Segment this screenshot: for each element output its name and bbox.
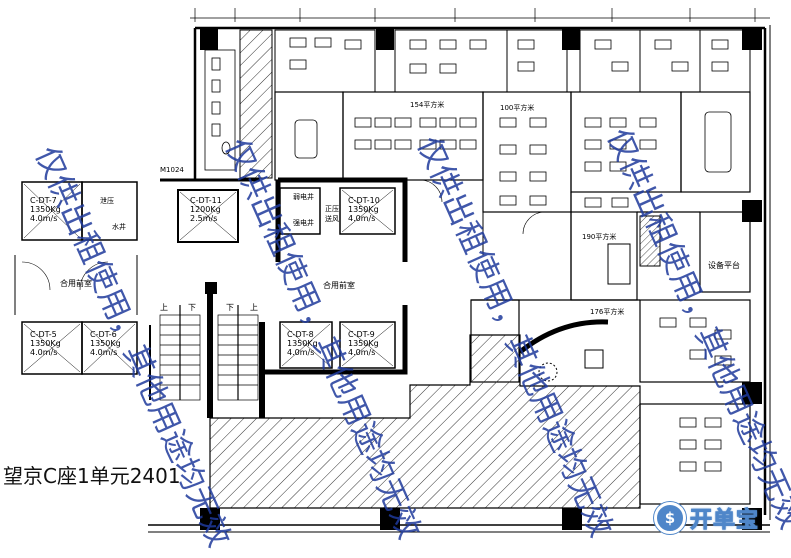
room-label-strong-electric: 强电井 (293, 219, 314, 227)
elevator-id: C-DT-8 (287, 330, 314, 339)
room-label-water-well: 水井 (112, 223, 126, 231)
right-elevator-crosses (281, 189, 394, 367)
top-dimension-ticks (190, 8, 770, 22)
service-hatch (639, 215, 661, 267)
elevator-speed: 4.0m/s (90, 348, 118, 357)
brand-logo: $ 开单宝 (654, 501, 759, 535)
elevator-label: C-DT-6 1350Kg 4.0m/s (90, 330, 121, 357)
shaft-strip (239, 29, 273, 179)
door-swings (21, 179, 546, 291)
room-label-equipment: 设备平台 (708, 261, 740, 270)
core-walls (149, 177, 408, 418)
stairs (159, 305, 259, 401)
logo-coin-icon: $ (654, 502, 686, 534)
stair-label-down: 下 (188, 303, 196, 312)
room-label-shared-lobby-left: 合用前室 (60, 279, 92, 288)
elevator-id: C-DT-6 (90, 330, 117, 339)
door-tag: M1024 (160, 166, 184, 174)
stair-label-up: 上 (250, 303, 258, 312)
elevator-id: C-DT-5 (30, 330, 57, 339)
right-core-elevators (279, 187, 396, 369)
room-label-190: 190平方米 (582, 233, 617, 241)
room-label-176: 176平方米 (590, 308, 625, 316)
elevator-label: C-DT-7 1350Kg 4.0m/s (30, 196, 61, 223)
elevator-load: 1350Kg (90, 339, 121, 348)
room-label-positive-pressure: 正压 (325, 205, 339, 213)
elevator-label: C-DT-10 1350Kg 4.0m/s (348, 196, 380, 223)
room-label-100: 100平方米 (500, 104, 535, 112)
logo-text: 开单宝 (689, 508, 760, 534)
left-core (14, 181, 239, 375)
curved-reception-desk (518, 319, 609, 354)
plant (538, 362, 558, 382)
elevator-label: C-DT-11 1200Kg 2.5m/s (190, 196, 222, 223)
conference-tables (294, 111, 732, 173)
elevator-crosses (23, 183, 237, 373)
elevator-id: C-DT-9 (348, 330, 375, 339)
room-label-weak-electric: 弱电井 (293, 193, 314, 201)
elevator-speed: 4.0m/s (348, 214, 376, 223)
sofa (584, 349, 604, 369)
elevator-id: C-DT-10 (348, 196, 380, 205)
room-label-shared-lobby-right: 合用前室 (323, 281, 355, 290)
elevator-load: 1350Kg (30, 205, 61, 214)
stair-label-up: 上 (160, 303, 168, 312)
elevator-load: 1200Kg (190, 205, 221, 214)
elevator-label: C-DT-8 1350Kg 4.0m/s (287, 330, 318, 357)
elevator-speed: 4.0m/s (287, 348, 315, 357)
top-offices (274, 29, 751, 93)
top-office-desks (289, 37, 729, 74)
elevator-speed: 4.0m/s (348, 348, 376, 357)
room-label-pressure-relief: 泄压 (100, 197, 114, 205)
room-label-air-supply: 送风 (325, 215, 339, 223)
elevator-id: C-DT-11 (190, 196, 222, 205)
elevator-load: 1350Kg (30, 339, 61, 348)
hatched-void (209, 334, 641, 509)
elevator-label: C-DT-5 1350Kg 4.0m/s (30, 330, 61, 357)
elevator-speed: 4.0m/s (30, 348, 58, 357)
unit-caption: 望京C座1单元2401 (3, 464, 181, 488)
elevator-speed: 2.5m/s (190, 214, 218, 223)
elevator-speed: 4.0m/s (30, 214, 58, 223)
toilet-block (204, 49, 236, 171)
elevator-label: C-DT-9 1350Kg 4.0m/s (348, 330, 379, 357)
reception-counter (607, 243, 631, 285)
elevator-load: 1350Kg (348, 205, 379, 214)
room-label-154: 154平方米 (410, 101, 445, 109)
stair-label-down: 下 (226, 303, 234, 312)
elevator-load: 1350Kg (348, 339, 379, 348)
elevator-id: C-DT-7 (30, 196, 57, 205)
elevator-load: 1350Kg (287, 339, 318, 348)
